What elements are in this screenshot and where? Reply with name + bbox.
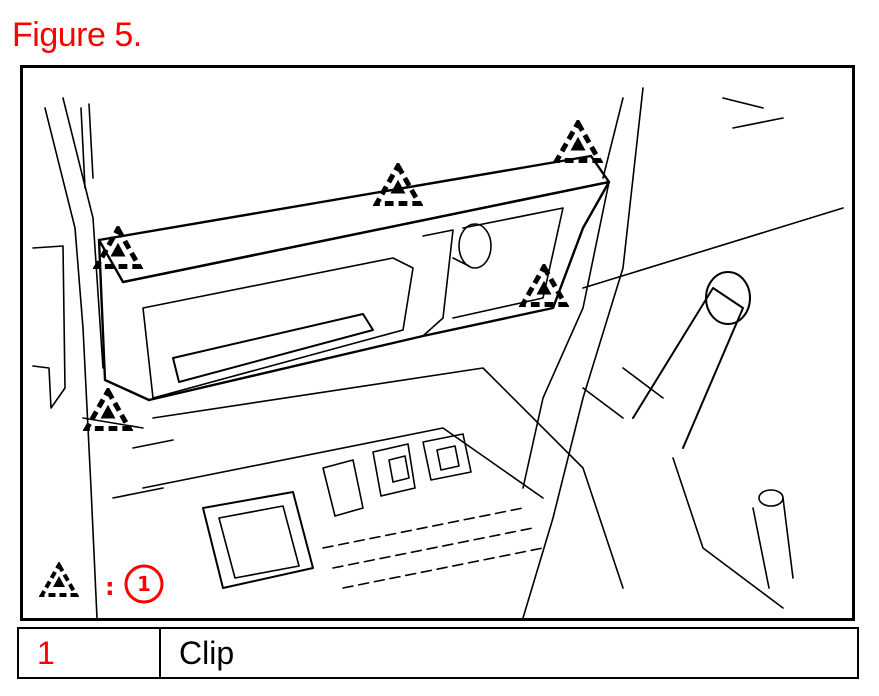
console-side [672,457,784,609]
clip-marker-top-center [377,166,420,204]
legend-number: 1 [137,572,151,596]
legend-marker: : 1 [42,564,164,604]
console-upper-edge [152,367,624,589]
left-vent-bezel [142,257,414,399]
vent-slot [172,313,374,383]
top-right-trim [722,97,784,129]
shift-knob [705,271,751,325]
switch-2 [372,443,416,497]
dash-top-right [582,207,844,289]
console-lines [582,367,664,419]
knob [458,223,492,269]
upper-trim-panel [97,154,611,284]
left-lower-lines [112,439,174,499]
diagram-frame: : 1 [20,65,855,621]
console-mid-edge [142,427,544,499]
left-trim-lines [80,103,94,189]
hand-brake-tip [758,489,784,507]
part-number: 1 [17,627,161,679]
clip-marker-right-lower [523,267,566,305]
console-ribs [322,507,544,589]
knob-shaft [452,257,470,267]
parts-table: 1 Clip [17,627,859,679]
hand-brake [752,497,794,589]
figure-title: Figure 5. [12,16,142,54]
switch-3 [422,433,472,481]
legend-number-circle [124,564,164,604]
switch-2-inner [388,455,410,483]
right-bezel [452,207,564,319]
left-vent [32,245,66,409]
panel-face [121,180,611,402]
left-pillar-line [44,107,98,618]
dashboard-line-drawing: : 1 [32,87,844,618]
part-description: Clip [159,627,859,679]
switch-3-inner [436,445,460,471]
shift-lever [632,287,744,449]
center-divider [422,229,454,337]
legend-separator: : [105,573,115,601]
lower-panel-opening [202,491,314,589]
clip-marker-top-right [557,123,600,161]
right-pillar [522,87,644,618]
lower-panel-inner [218,505,300,579]
right-column [522,181,610,489]
panel-left-edge [97,238,151,402]
switch-1 [322,459,364,517]
left-pillar-inner [62,97,104,369]
table-row: 1 Clip [17,627,859,679]
clip-triangle-icon [42,565,76,595]
